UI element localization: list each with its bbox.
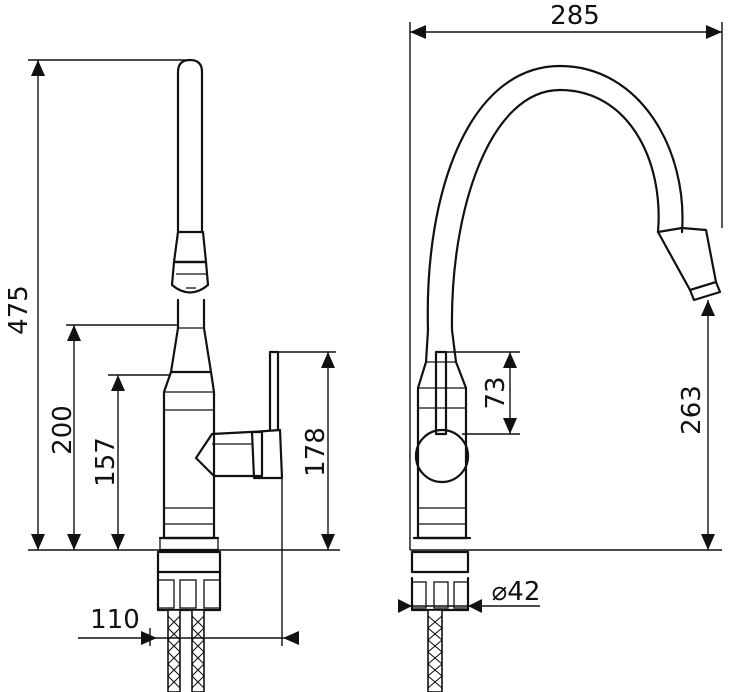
- dim-lever-height-label: 178: [301, 427, 331, 477]
- front-base-nut: [410, 576, 470, 612]
- dim-total-reach-label: 285: [550, 1, 600, 31]
- front-lever-knob: [414, 428, 470, 484]
- dim-lever-drop: 73: [446, 351, 520, 435]
- front-spray-head: [656, 226, 718, 292]
- side-neck: [169, 298, 213, 374]
- side-hoses: [167, 609, 205, 692]
- side-body: [162, 370, 216, 540]
- dim-lever-height: 178: [278, 351, 336, 550]
- side-lever-arm: [268, 350, 280, 432]
- side-spout-tube: [176, 58, 204, 234]
- dim-base-diameter: ⌀42: [398, 577, 540, 613]
- dim-handle-height: 200: [48, 324, 178, 550]
- dim-total-height: 475: [4, 59, 190, 550]
- front-base-ring: [410, 550, 470, 574]
- dim-body-height-label: 157: [91, 437, 121, 487]
- side-view: 475 200 157 178: [4, 58, 340, 692]
- dim-hose-offset: 110: [78, 478, 299, 646]
- front-hose: [427, 609, 443, 692]
- dim-spout-height-label: 263: [677, 385, 707, 435]
- dim-hose-offset-label: 110: [90, 605, 140, 635]
- side-spout-nozzle: [172, 230, 208, 264]
- side-lever-cartridge: [194, 430, 264, 478]
- side-base-ring: [156, 550, 222, 574]
- dim-lever-drop-label: 73: [481, 376, 511, 409]
- side-base-nut: [156, 570, 222, 612]
- dim-spout-height: 263: [677, 300, 715, 550]
- dim-total-reach: 285: [409, 1, 723, 550]
- side-spout-aerator: [170, 260, 210, 294]
- front-lever-arm: [434, 350, 448, 436]
- dim-body-height: 157: [91, 374, 171, 550]
- front-gooseneck-inner: [450, 88, 660, 332]
- dim-base-diameter-label: ⌀42: [492, 577, 541, 607]
- front-gooseneck-outer: [426, 64, 684, 332]
- dim-handle-height-label: 200: [48, 405, 78, 455]
- side-lever-knob: [250, 428, 284, 480]
- dim-total-height-label: 475: [4, 285, 34, 335]
- front-spray-tip: [688, 280, 722, 302]
- front-view: 285 73 263 ⌀42: [398, 1, 723, 692]
